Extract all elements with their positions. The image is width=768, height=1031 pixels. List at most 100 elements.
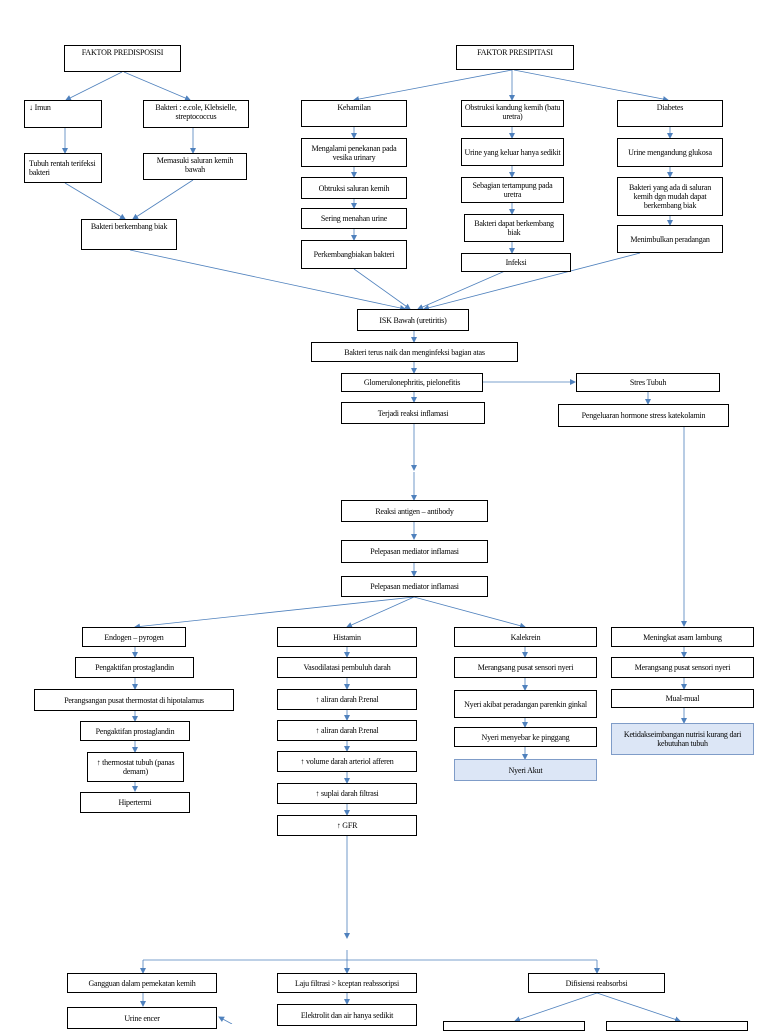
node-label: Pelepasan mediator inflamasi <box>370 582 459 591</box>
node-mediator-inflamasi-1: Pelepasan mediator inflamasi <box>341 540 488 563</box>
node-label: Endogen – pyrogen <box>104 632 164 642</box>
node-label: Nyeri akibat peradangan parenkin ginkal <box>464 699 587 709</box>
node-label: Kalekrein <box>510 632 541 642</box>
node-label: Bakteri terus naik dan menginfeksi bagia… <box>344 347 485 357</box>
connector-arrow <box>353 268 411 310</box>
node-aliran-darah-1: ↑ aliran darah P.renal <box>277 689 417 710</box>
node-reaksi-inflamasi: Terjadi reaksi inflamasi <box>341 402 485 424</box>
node-label: Diabetes <box>656 103 684 112</box>
node-isk-bawah: ISK Bawah (uretiritis) <box>357 309 469 331</box>
node-label: Bakteri yang ada di saluran kemih dgn mu… <box>628 183 712 210</box>
node-urine-sedikit: Urine yang keluar hanya sedikit <box>461 138 564 166</box>
node-elektrolit-air: Elektrolit dan air hanya sedikit <box>277 1004 417 1026</box>
node-thermostat-hipotalamus: Perangsangan pusat thermostat di hipotal… <box>34 689 234 711</box>
node-sensori-nyeri-1: Merangsang pusat sensori nyeri <box>454 657 597 678</box>
node-label: Perkembangbiakan bakteri <box>313 250 395 259</box>
node-hormone-katekolamin: Pengeluaran hormone stress katekolamin <box>558 404 729 427</box>
node-urine-encer: Urine encer <box>67 1007 217 1029</box>
node-suplai-darah: ↑ suplai darah filtrasi <box>277 783 417 804</box>
node-mual-mual: Mual-mual <box>611 689 754 708</box>
node-label: Bakteri dapat berkembang biak <box>474 219 554 237</box>
node-endogen-pyrogen: Endogen – pyrogen <box>82 627 186 647</box>
node-volume-arteriol: ↑ volume darah arteriol afferen <box>277 751 417 772</box>
node-label: ↑ suplai darah filtrasi <box>315 789 379 798</box>
node-tertampung-uretra: Sebagian tertampung pada uretra <box>461 177 564 203</box>
node-vasodilatasi: Vasodilatasi pembuluh darah <box>277 657 417 678</box>
node-label: Glomerulonephritis, pielonefitis <box>363 378 461 387</box>
node-cut-off-left <box>443 1021 585 1031</box>
connector-arrow <box>129 249 406 311</box>
node-obtruksi-saluran: Obtruksi saluran kemih <box>301 177 407 199</box>
node-nyeri-akut: Nyeri Akut <box>454 759 597 781</box>
node-label: Vasodilatasi pembuluh darah <box>303 663 391 672</box>
node-label: Mual-mual <box>665 694 700 703</box>
node-label: Perangsangan pusat thermostat di hipotal… <box>64 695 204 705</box>
node-gfr: ↑ GFR <box>277 815 417 836</box>
node-kalekrein: Kalekrein <box>454 627 597 647</box>
node-label: Urine yang keluar hanya sedikit <box>464 147 561 157</box>
node-label: Laju filtrasi > kceptan reabssoripsi <box>295 978 399 988</box>
node-reaksi-antigen: Reaksi antigen – antibody <box>341 500 488 522</box>
node-penekanan-vesika: Mengalami penekanan pada vesika urinary <box>301 138 407 167</box>
node-menimbulkan-peradangan: Menimbulkan peradangan <box>617 225 723 253</box>
node-label: Merangsang pusat sensori nyeri <box>634 663 731 672</box>
node-label: Bakteri : e.cole, Klebsielle, streptococ… <box>155 103 237 121</box>
node-label: Terjadi reaksi inflamasi <box>377 408 449 418</box>
node-label: Nyeri Akut <box>508 765 543 775</box>
node-label: Sebagian tertampung pada uretra <box>472 181 553 199</box>
connector-arrow <box>514 992 598 1023</box>
node-label: Kehamilan <box>337 103 371 112</box>
node-obstruksi-kandung-kemih: Obstruksi kandung kemih (batu uretra) <box>461 100 564 127</box>
node-stres-tubuh: Stres Tubuh <box>576 373 720 392</box>
node-thermostat-tubuh: ↑ thermostat tubuh (panas demam) <box>87 752 184 782</box>
connector-arrow <box>218 1016 233 1024</box>
connector-arrows <box>62 69 687 1024</box>
node-label: Bakteri berkembang biak <box>90 222 168 231</box>
node-label: Urine encer <box>124 1013 160 1023</box>
node-diabetes: Diabetes <box>617 100 723 127</box>
node-label: Sering menahan urine <box>320 214 388 223</box>
node-laju-filtrasi: Laju filtrasi > kceptan reabssoripsi <box>277 973 417 993</box>
node-ketidakseimbangan-nutrisi: Ketidakseimbangan nutrisi kurang dari ke… <box>611 723 754 755</box>
node-label: Mengalami penekanan pada vesika urinary <box>311 143 397 162</box>
node-perkembangbiakan-bakteri: Perkembangbiakan bakteri <box>301 240 407 269</box>
connector-arrow <box>65 71 123 101</box>
connector-arrow <box>132 179 194 220</box>
node-label: ↑ aliran darah P.renal <box>315 695 379 704</box>
connector-arrow <box>513 69 669 102</box>
node-memasuki-saluran: Memasuki saluran kemih bawah <box>143 153 247 180</box>
connector-arrow <box>346 596 415 628</box>
node-bakteri-berkembang-saluran: Bakteri yang ada di saluran kemih dgn mu… <box>617 177 723 216</box>
connector-arrow <box>134 596 415 630</box>
node-label: Ketidakseimbangan nutrisi kurang dari ke… <box>623 730 742 748</box>
node-imun: ↓ Imun <box>24 100 102 128</box>
node-label: Obtruksi saluran kemih <box>318 183 390 193</box>
node-label: ↓ Imun <box>29 103 51 112</box>
node-bakteri-dapat-berkembang: Bakteri dapat berkembang biak <box>464 214 564 242</box>
node-hipertermi: Hipertermi <box>80 792 190 813</box>
node-label: Menimbulkan peradangan <box>630 234 710 244</box>
node-label: ISK Bawah (uretiritis) <box>379 315 447 325</box>
node-label: Elektrolit dan air hanya sedikit <box>300 1010 394 1020</box>
node-label: FAKTOR PREDISPOSISI <box>81 48 164 57</box>
node-label: Difisiensi reabsorbsi <box>565 978 628 988</box>
node-label: Histamin <box>333 632 361 642</box>
node-label: Infeksi <box>505 258 527 267</box>
node-prostaglandin-1: Pengaktifan prostaglandin <box>75 657 194 678</box>
connector-arrow <box>353 69 513 103</box>
connector-arrow <box>64 182 126 220</box>
node-infeksi: Infeksi <box>461 253 571 272</box>
node-label: FAKTOR PRESIPITASI <box>477 48 553 57</box>
node-glomerulonephritis: Glomerulonephritis, pielonefitis <box>341 373 483 392</box>
node-label: Pengaktifan prostaglandin <box>95 663 174 672</box>
node-gangguan-pemekatan: Gangguan dalam pemekatan kemih <box>67 973 217 993</box>
node-asam-lambung: Meningkat asam lambung <box>611 627 754 647</box>
node-label: ↑ volume darah arteriol afferen <box>300 757 394 766</box>
node-label: Pelepasan mediator inflamasi <box>370 547 459 556</box>
node-prostaglandin-2: Pengaktifan prostaglandin <box>80 721 190 741</box>
connector-arrow <box>123 71 191 101</box>
node-label: ↑ GFR <box>336 821 358 830</box>
node-label: Merangsang pusat sensori nyeri <box>477 663 574 672</box>
